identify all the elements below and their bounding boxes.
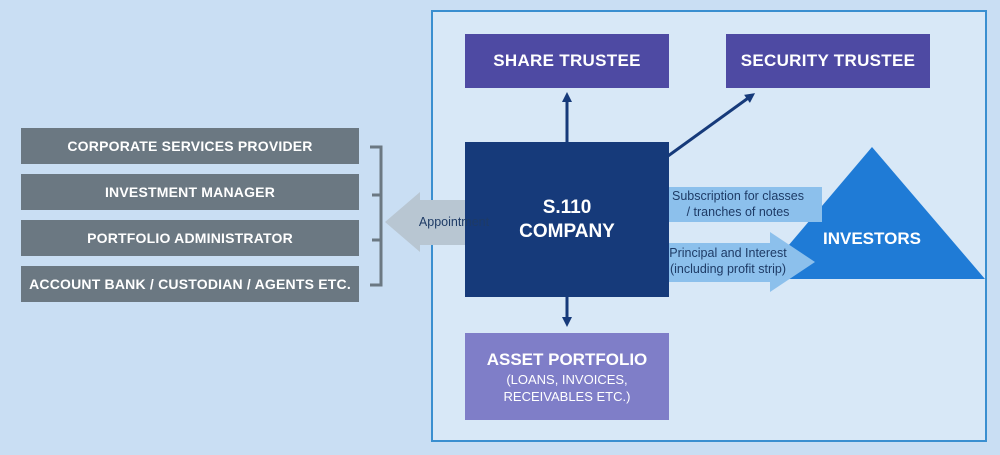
provider-portfolio-administrator: PORTFOLIO ADMINISTRATOR: [21, 220, 359, 256]
subscription-label: Subscription for classes / tranches of n…: [652, 188, 824, 220]
security-trustee-box: SECURITY TRUSTEE: [726, 34, 930, 88]
subscription-label-line-1: Subscription for classes: [671, 189, 804, 203]
appointment-arrow: [385, 192, 465, 252]
asset-portfolio-line-1: (LOANS, INVOICES,: [506, 371, 628, 387]
share-trustee-label: SHARE TRUSTEE: [493, 51, 641, 70]
security-trustee-label: SECURITY TRUSTEE: [740, 51, 916, 70]
principal-label-line-2: (including profit strip): [669, 262, 786, 276]
s110-company-box: S.110 COMPANY: [465, 142, 669, 297]
subscription-arrow: [632, 182, 822, 228]
asset-portfolio-line-2: RECEIVABLES ETC.): [503, 388, 631, 404]
provider-account-bank: ACCOUNT BANK / CUSTODIAN / AGENTS ETC.: [21, 266, 359, 302]
provider-investment-manager: INVESTMENT MANAGER: [21, 174, 359, 210]
asset-portfolio-title: ASSET PORTFOLIO: [486, 349, 648, 369]
company-line-1: S.110: [542, 196, 592, 218]
provider-label: INVESTMENT MANAGER: [104, 184, 276, 200]
arrow-to-security-trustee: [667, 93, 756, 158]
company-line-2: COMPANY: [519, 220, 615, 242]
appointment-label: Appointment: [418, 215, 490, 229]
principal-arrow: [632, 232, 815, 292]
provider-label: CORPORATE SERVICES PROVIDER: [67, 138, 313, 154]
provider-corporate-services: CORPORATE SERVICES PROVIDER: [21, 128, 359, 164]
provider-label: PORTFOLIO ADMINISTRATOR: [87, 230, 293, 246]
share-trustee-box: SHARE TRUSTEE: [465, 34, 669, 88]
provider-label: ACCOUNT BANK / CUSTODIAN / AGENTS ETC.: [29, 276, 351, 292]
asset-portfolio-box: ASSET PORTFOLIO (LOANS, INVOICES, RECEIV…: [465, 333, 669, 420]
investors-triangle: [760, 147, 985, 279]
investors-label: INVESTORS: [823, 229, 921, 248]
principal-label-line-1: Principal and Interest: [669, 246, 787, 260]
subscription-label-line-2: / tranches of notes: [686, 205, 790, 219]
providers-bracket: [370, 145, 383, 287]
principal-interest-label: Principal and Interest (including profit…: [650, 245, 806, 277]
